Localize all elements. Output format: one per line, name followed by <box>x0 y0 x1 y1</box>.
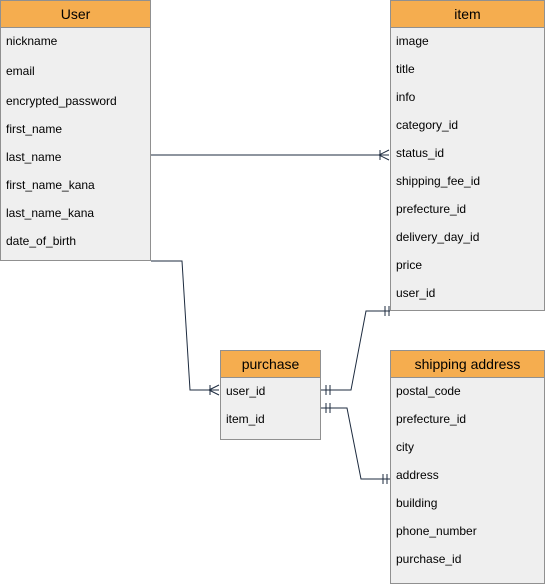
field-shipping-address: address <box>396 468 439 482</box>
field-purchase-item-id: item_id <box>226 412 265 426</box>
field-user-last-name: last_name <box>6 150 62 164</box>
field-shipping-city: city <box>396 440 414 454</box>
field-item-image: image <box>396 34 429 48</box>
entity-user[interactable]: User nickname email encrypted_password f… <box>0 0 151 261</box>
entity-purchase-title: purchase <box>221 351 320 378</box>
field-item-prefecture-id: prefecture_id <box>396 202 467 216</box>
entity-shipping-address-title: shipping address <box>391 351 544 378</box>
field-shipping-postal-code: postal_code <box>396 384 461 398</box>
field-shipping-prefecture-id: prefecture_id <box>396 412 467 426</box>
entity-item-title: item <box>391 1 544 28</box>
field-user-last-name-kana: last_name_kana <box>6 206 95 220</box>
field-purchase-user-id: user_id <box>226 384 266 398</box>
field-item-info: info <box>396 90 416 104</box>
field-shipping-building: building <box>396 496 438 510</box>
entity-purchase[interactable]: purchase user_id item_id <box>220 350 321 440</box>
field-shipping-purchase-id: purchase_id <box>396 552 462 566</box>
field-item-shipping-fee-id: shipping_fee_id <box>396 174 481 188</box>
field-user-date-of-birth: date_of_birth <box>6 234 77 248</box>
field-item-price: price <box>396 258 423 272</box>
field-user-nickname: nickname <box>6 34 58 48</box>
field-item-delivery-day-id: delivery_day_id <box>396 230 480 244</box>
field-shipping-phone-number: phone_number <box>396 524 477 538</box>
field-item-category-id: category_id <box>396 118 459 132</box>
field-item-title: title <box>396 62 415 76</box>
field-user-first-name-kana: first_name_kana <box>6 178 95 192</box>
field-user-first-name: first_name <box>6 122 63 136</box>
relation-user-purchase[interactable] <box>151 260 220 396</box>
relation-purchase-item[interactable] <box>321 306 390 395</box>
field-item-user-id: user_id <box>396 286 436 300</box>
field-item-status-id: status_id <box>396 146 445 160</box>
field-user-encrypted-password: encrypted_password <box>6 94 117 108</box>
entity-item[interactable]: item image title info category_id status… <box>390 0 545 311</box>
relation-user-item[interactable] <box>151 149 390 161</box>
entity-user-title: User <box>1 1 150 28</box>
relation-purchase-shipping-address[interactable] <box>321 403 390 484</box>
field-user-email: email <box>6 64 35 78</box>
entity-shipping-address[interactable]: shipping address postal_code prefecture_… <box>390 350 545 584</box>
